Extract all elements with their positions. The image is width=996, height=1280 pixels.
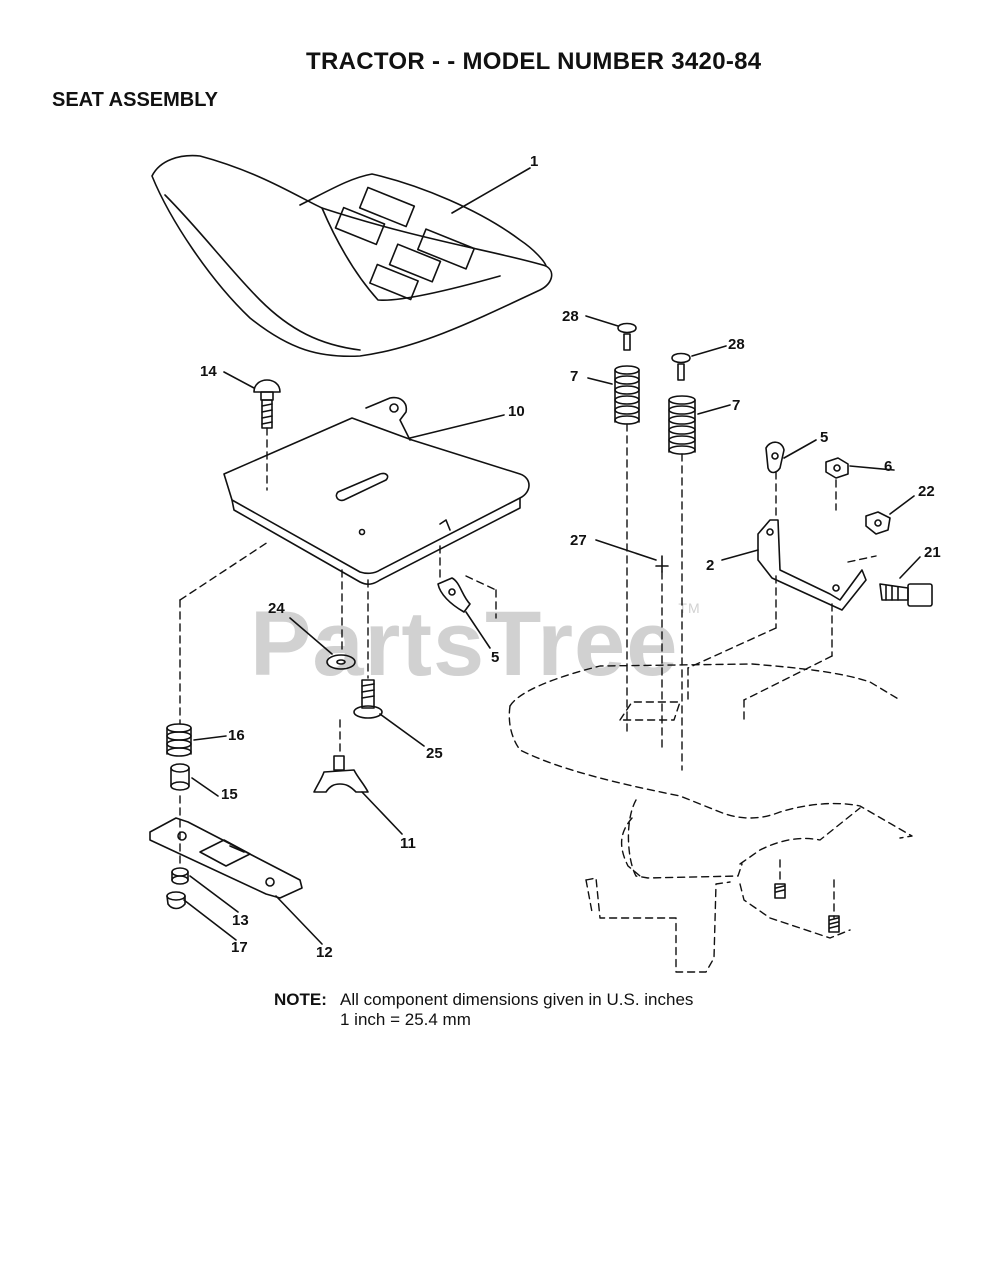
knob-11-part bbox=[313, 755, 369, 793]
slide-plate-12-part bbox=[149, 817, 303, 899]
locknut-17-part bbox=[166, 891, 186, 910]
callout-21: 21 bbox=[924, 544, 941, 561]
spring-7-left-part bbox=[614, 365, 640, 425]
callout-15: 15 bbox=[221, 786, 238, 803]
screw-28-right-part bbox=[671, 352, 691, 381]
note-line-2: 1 inch = 25.4 mm bbox=[340, 1010, 471, 1029]
frame-studs bbox=[774, 883, 840, 933]
bracket-2-part bbox=[757, 519, 867, 611]
callout-17: 17 bbox=[231, 939, 248, 956]
callout-11: 11 bbox=[400, 835, 416, 852]
nut-22-part bbox=[865, 511, 891, 535]
carriage-bolt-part bbox=[253, 379, 281, 429]
note-label: NOTE: bbox=[274, 990, 327, 1009]
callout-28-left: 28 bbox=[562, 308, 579, 325]
nut-6-part bbox=[825, 457, 849, 479]
dimension-note: NOTE: All component dimensions given in U… bbox=[274, 990, 693, 1030]
tractor-frame-outline bbox=[179, 423, 913, 973]
washer-24-part bbox=[326, 654, 356, 670]
callout-24: 24 bbox=[268, 600, 285, 617]
clip-5-right-part bbox=[765, 441, 785, 474]
callout-22: 22 bbox=[918, 483, 935, 500]
callout-7-right: 7 bbox=[732, 397, 740, 414]
note-line-1: All component dimensions given in U.S. i… bbox=[340, 990, 694, 1009]
bushing-15-part bbox=[170, 763, 190, 791]
pin-27-part bbox=[655, 555, 669, 573]
callout-28-right: 28 bbox=[728, 336, 745, 353]
callout-16: 16 bbox=[228, 727, 245, 744]
spring-7-right-part bbox=[668, 395, 696, 455]
callout-25: 25 bbox=[426, 745, 443, 762]
callout-13: 13 bbox=[232, 912, 249, 929]
seat-part bbox=[151, 154, 553, 358]
callout-5-right: 5 bbox=[820, 429, 828, 446]
spring-16-part bbox=[166, 723, 192, 757]
callout-5-left: 5 bbox=[491, 649, 499, 666]
callout-27: 27 bbox=[570, 532, 587, 549]
screw-28-left-part bbox=[617, 322, 637, 351]
callout-14: 14 bbox=[200, 363, 217, 380]
bolt-21-part bbox=[879, 583, 933, 607]
seat-pan-part bbox=[223, 396, 530, 585]
callout-2: 2 bbox=[706, 557, 714, 574]
callout-7-left: 7 bbox=[570, 368, 578, 385]
page-title: TRACTOR - - MODEL NUMBER 3420-84 bbox=[306, 48, 762, 75]
callout-6: 6 bbox=[884, 458, 892, 475]
watermark-tm: TM bbox=[678, 600, 701, 616]
callout-10: 10 bbox=[508, 403, 525, 420]
section-title: SEAT ASSEMBLY bbox=[52, 89, 218, 111]
washer-13-part bbox=[171, 867, 189, 885]
clip-5-left-part bbox=[437, 577, 471, 613]
bolt-25-part bbox=[353, 679, 383, 719]
callout-12: 12 bbox=[316, 944, 333, 961]
callout-1: 1 bbox=[530, 153, 538, 170]
